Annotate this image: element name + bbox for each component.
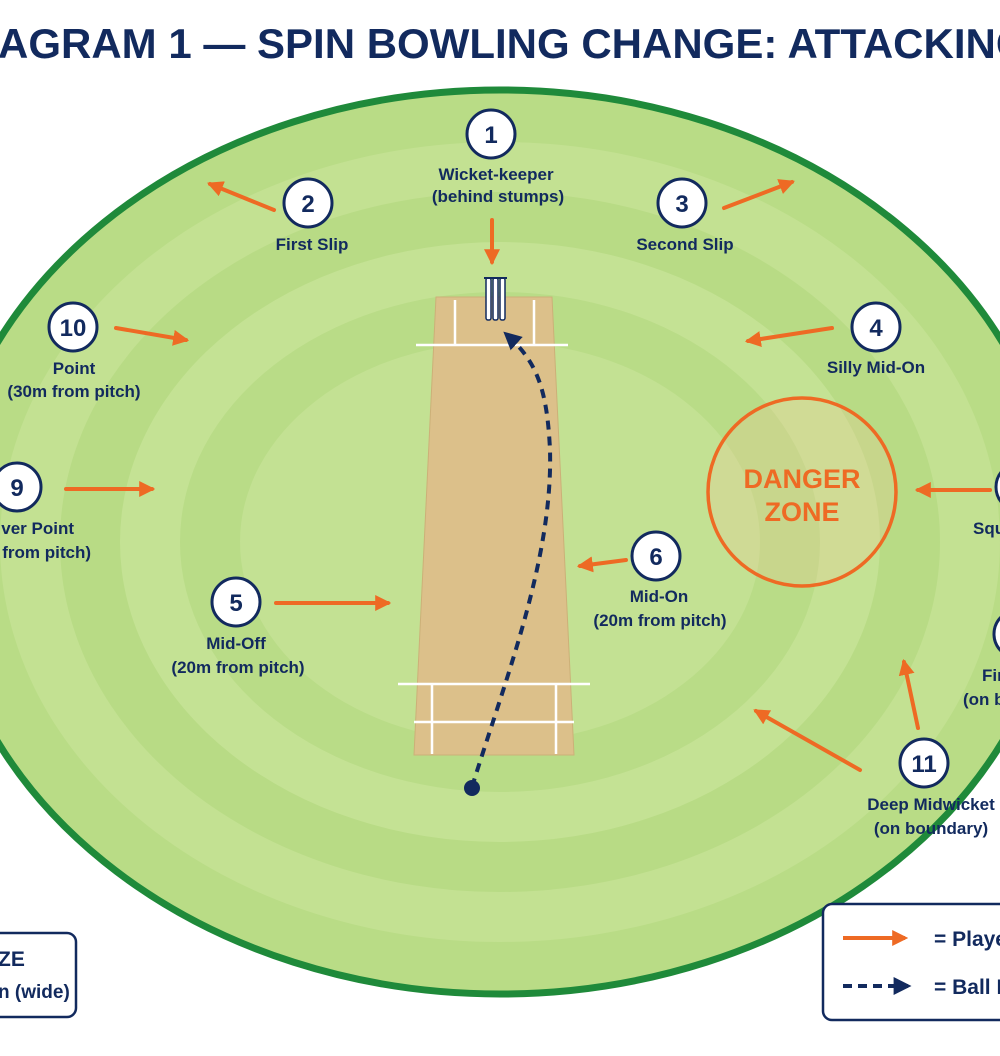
fielder-mid-on: 6 Mid-On (20m from pitch)	[593, 530, 727, 630]
legend-ball-path-text: = Ball I	[934, 976, 1000, 999]
fielder-second-slip: 3 Second Slip	[636, 177, 734, 254]
marker-label: Deep Midwicket	[867, 795, 995, 814]
fielder-wicket-keeper: 1 Wicket-keeper (behind stumps)	[432, 108, 564, 206]
info-box-line-2: n (wide)	[0, 982, 70, 1003]
info-box: ZE n (wide)	[0, 931, 78, 1019]
marker-number: 1	[484, 122, 497, 149]
stumps-icon	[484, 277, 507, 321]
marker-number: 2	[301, 191, 314, 218]
marker-number: 5	[229, 590, 242, 617]
fielder-square: Squ	[973, 471, 1000, 538]
legend-player-movement-text: = Playe	[934, 928, 1000, 951]
marker-circle	[994, 471, 1000, 503]
marker-number: 6	[649, 544, 662, 571]
arrow-point	[114, 326, 190, 346]
marker-label: Wicket-keeper	[438, 165, 554, 184]
legend: = Playe = Ball I	[821, 902, 1000, 1022]
marker-circle	[656, 177, 708, 229]
diagram-title: AGRAM 1 — SPIN BOWLING CHANGE: ATTACKING…	[0, 20, 1000, 67]
marker-circle	[898, 737, 950, 789]
arrow-first-slip	[207, 181, 276, 212]
player-arrows	[64, 179, 992, 772]
marker-circle	[992, 615, 1000, 653]
marker-number: 4	[869, 315, 883, 342]
ball-icon	[464, 780, 480, 796]
marker-label: (20m from pitch)	[171, 658, 304, 677]
danger-zone-line-1: DANGER	[743, 464, 860, 494]
marker-label: Mid-Off	[206, 634, 266, 653]
marker-number: 10	[60, 315, 87, 342]
marker-label: (on b	[963, 690, 1000, 709]
marker-label: Point	[53, 359, 96, 378]
marker-label: from pitch)	[2, 543, 91, 562]
marker-number: 11	[911, 751, 936, 778]
marker-label: ver Point	[1, 519, 74, 538]
marker-label: Fir	[982, 666, 1000, 685]
danger-zone-line-2: ZONE	[764, 497, 839, 527]
creases	[398, 300, 590, 754]
marker-circle	[282, 177, 334, 229]
marker-label: Squ	[973, 519, 1000, 538]
marker-label: (30m from pitch)	[7, 382, 140, 401]
marker-label: Mid-On	[630, 587, 689, 606]
marker-circle	[630, 530, 682, 582]
marker-circle	[210, 576, 262, 628]
info-box-line-1: ZE	[0, 948, 25, 971]
marker-circle	[465, 108, 517, 160]
arrow-fine-leg	[898, 658, 920, 730]
fielder-fine-leg: Fir (on b	[963, 615, 1000, 709]
arrow-mid-on	[576, 556, 628, 573]
marker-label: (behind stumps)	[432, 187, 564, 206]
fielder-silly-mid-on: 4 Silly Mid-On	[827, 301, 925, 377]
fielder-mid-off: 5 Mid-Off (20m from pitch)	[171, 576, 305, 677]
arrow-silly-mid-on	[744, 326, 834, 347]
fielder-deep-midwicket: 11 Deep Midwicket (on boundary)	[867, 737, 995, 838]
marker-circle	[0, 461, 43, 513]
marker-label: (on boundary)	[874, 819, 988, 838]
marker-label: (20m from pitch)	[593, 611, 726, 630]
marker-label: Second Slip	[636, 235, 733, 254]
marker-circle	[850, 301, 902, 353]
fielder-point: 10 Point (30m from pitch)	[7, 301, 141, 401]
marker-label: First Slip	[276, 235, 349, 254]
pitch	[398, 277, 590, 756]
marker-number: 3	[675, 191, 688, 218]
fielder-cover-point: 9 ver Point from pitch)	[0, 461, 91, 562]
marker-number: 9	[10, 475, 23, 502]
marker-label: Silly Mid-On	[827, 358, 925, 377]
arrow-deep-midwicket	[753, 709, 862, 772]
ball-trajectory	[464, 331, 553, 796]
marker-circle	[47, 301, 99, 353]
arrow-second-slip	[722, 179, 795, 210]
fielder-first-slip: 2 First Slip	[276, 177, 349, 254]
danger-zone: DANGER ZONE	[706, 396, 898, 588]
